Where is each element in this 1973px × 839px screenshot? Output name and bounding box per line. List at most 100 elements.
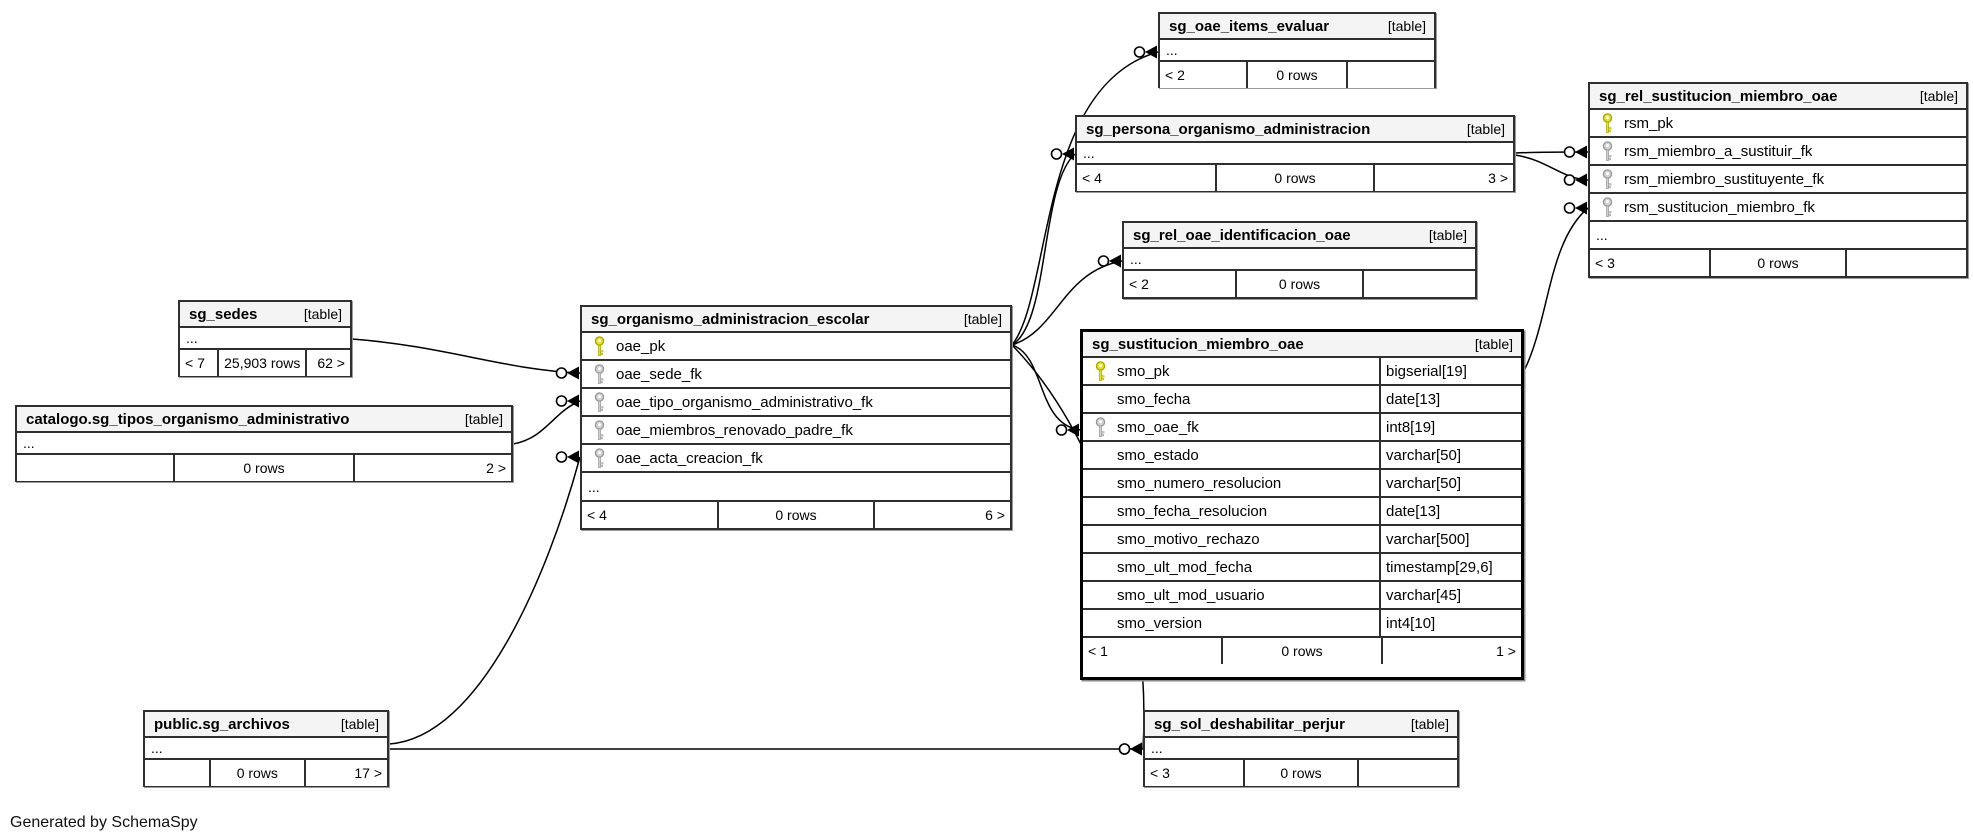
footer-row-count: 0 rows [1711,250,1848,276]
table-header: sg_persona_organismo_administracion [tabl… [1077,117,1513,143]
zero-or-one-circle-icon [1050,148,1063,160]
column-name: oae_pk [616,337,666,355]
footer-row-count: 0 rows [719,502,875,528]
column-row: rsm_miembro_sustituyente_fk [1590,166,1966,194]
hidden-columns-ellipsis: ... [1124,249,1475,271]
fk-arrowhead-icon [1575,145,1587,159]
table-sg_rel_oae_identificacion_oae: sg_rel_oae_identificacion_oae[table]...<… [1122,221,1477,299]
column-name: smo_fecha_resolucion [1117,502,1268,520]
column-name: smo_motivo_rechazo [1117,530,1260,548]
fk-relationship-line [1523,207,1589,372]
column-type: varchar[50] [1379,442,1521,468]
footer-row-count: 0 rows [1237,271,1365,297]
column-name: rsm_miembro_a_sustituir_fk [1624,142,1813,160]
table-title[interactable]: sg_persona_organismo_administracion [1086,120,1371,138]
table-type-badge: [table] [1466,121,1505,137]
footer-children-count: 62 > [317,355,345,371]
footer-parents-count: < 3 [1145,760,1246,786]
column-row: smo_ult_mod_usuario varchar[45] [1083,582,1521,610]
table-title[interactable]: sg_rel_sustitucion_miembro_oae [1599,87,1838,105]
table-title[interactable]: public.sg_archivos [154,715,290,733]
column-row: rsm_pk [1590,110,1966,138]
footer-children-count: 17 > [354,765,382,781]
column-row: smo_estado varchar[50] [1083,442,1521,470]
fk-relationship-line [1011,153,1076,346]
footer-parents-count [17,455,176,481]
column-name: smo_estado [1117,446,1199,464]
column-type: varchar[45] [1379,582,1521,608]
table-type-badge: [table] [340,716,379,732]
table-header: sg_sustitucion_miembro_oae[table] [1083,332,1521,358]
footer-parents-count: < 7 [180,350,220,376]
table-title[interactable]: sg_oae_items_evaluar [1169,17,1330,35]
fk-arrowhead-icon [567,394,579,408]
fk-relationship-line [512,400,581,445]
footer-row-count: 0 rows [1245,760,1359,786]
foreign-key-icon [582,363,616,385]
column-type: date[13] [1379,386,1521,412]
column-name: smo_pk [1117,362,1170,380]
table-catalogo.sg_tipos_organismo_administrativo: catalogo.sg_tipos_organismo_administrati… [15,405,513,482]
foreign-key-icon [1083,416,1117,438]
column-name: rsm_sustitucion_miembro_fk [1624,198,1815,216]
footer-children-count: 6 > [985,507,1005,523]
column-name: oae_tipo_organismo_administrativo_fk [616,393,873,411]
hidden-columns-ellipsis: ... [180,328,350,350]
table-title[interactable]: sg_sustitucion_miembro_oae [1092,335,1304,353]
table-title[interactable]: sg_sedes [189,305,258,323]
table-title[interactable]: sg_rel_oae_identificacion_oae [1133,226,1351,244]
hidden-columns-ellipsis: ... [1077,143,1513,165]
footer-parents-count: < 2 [1124,271,1237,297]
fk-arrowhead-icon [1130,742,1142,756]
footer-parents-count [145,760,211,786]
zero-or-one-circle-icon [555,451,568,463]
column-row: oae_sede_fk [582,361,1010,389]
fk-relationship-line [388,456,581,745]
column-name: smo_ult_mod_fecha [1117,558,1253,576]
table-header: sg_sol_deshabilitar_perjur[table] [1145,712,1457,738]
foreign-key-icon [582,447,616,469]
fk-arrowhead-icon [1145,45,1157,59]
footer-children-count: 3 > [1488,170,1509,186]
hidden-columns-ellipsis: ... [1590,222,1966,250]
primary-key-icon [1083,360,1117,382]
footer-children-count [1847,250,1966,276]
column-name: oae_miembros_renovado_padre_fk [616,421,853,439]
zero-or-one-circle-icon [1563,174,1576,186]
column-name: oae_sede_fk [616,365,702,383]
column-name: smo_numero_resolucion [1117,474,1282,492]
footer-children-count: 2 > [486,460,506,476]
column-row: smo_numero_resolucion varchar[50] [1083,470,1521,498]
footer-children-count: 1 > [1496,643,1516,659]
foreign-key-icon [582,419,616,441]
table-type-badge: [table] [303,306,342,322]
table-header: sg_rel_sustitucion_miembro_oae[table] [1590,84,1966,110]
zero-or-one-circle-icon [1563,146,1576,158]
footer-parents-count: < 2 [1160,62,1249,88]
foreign-key-icon [1590,196,1624,218]
hidden-columns-ellipsis: ... [582,473,1010,502]
fk-relationship-line [1514,154,1589,181]
column-type: varchar[50] [1379,470,1521,496]
footer-children-count [1359,760,1457,786]
column-row: oae_tipo_organismo_administrativo_fk [582,389,1010,417]
schemaspy-credit: Generated by SchemaSpy [10,814,198,831]
table-header: sg_rel_oae_identificacion_oae[table] [1124,223,1475,249]
table-header: sg_sedes [table] [180,302,350,328]
footer-parents-count: < 4 [582,502,720,528]
table-title[interactable]: catalogo.sg_tipos_organismo_administrati… [26,410,350,428]
column-name: oae_acta_creacion_fk [616,449,763,467]
footer-parents-count: < 3 [1590,250,1711,276]
table-title[interactable]: sg_organismo_administracion_escolar [591,310,870,328]
table-title[interactable]: sg_sol_deshabilitar_perjur [1154,715,1345,733]
table-type-badge: [table] [963,311,1002,327]
column-name: smo_ult_mod_usuario [1117,586,1265,604]
